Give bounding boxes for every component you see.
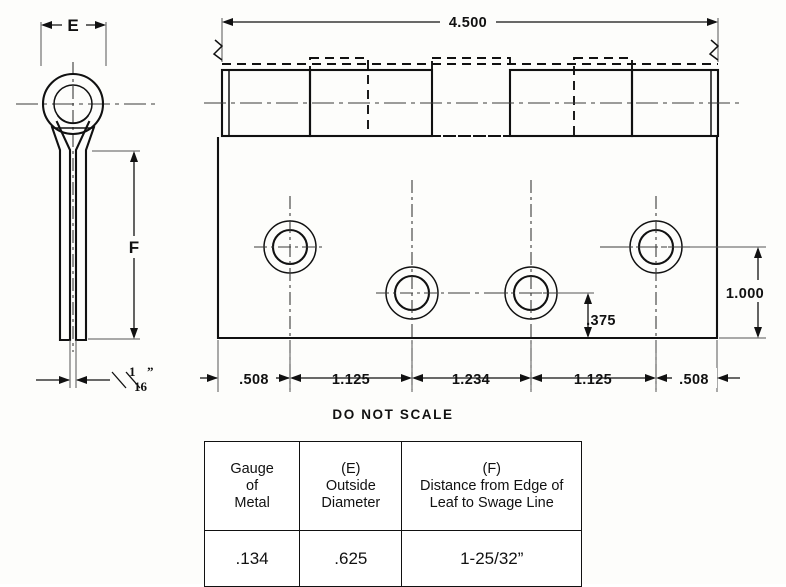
value-outside-diameter: .625 — [299, 530, 403, 587]
value-swage-distance: 1-25/32” — [401, 530, 582, 587]
opposite-knuckle-hidden-2 — [431, 57, 511, 137]
table-header-swage-distance: (F) Distance from Edge of Leaf to Swage … — [401, 441, 582, 531]
table-value-row: .134 .625 1-25/32” — [203, 530, 582, 587]
fraction-denominator: 16 — [134, 379, 148, 394]
table-header-outside-diameter: (E) Outside Diameter — [299, 441, 403, 531]
thickness-fraction: 1 16 ” — [125, 364, 154, 394]
header-f-line3: Leaf to Swage Line — [429, 494, 554, 511]
dim-hole-spacing-2: 1.234 — [452, 372, 490, 388]
knuckle-bore-shadow — [56, 114, 90, 125]
fraction-unit: ” — [147, 364, 154, 379]
dim-edge-to-first-hole: .508 — [239, 372, 269, 388]
plan-view-group — [200, 12, 770, 392]
table-header-gauge: Gauge of Metal — [203, 441, 301, 531]
header-f-line1: (F) — [482, 460, 501, 477]
leaf-blade-right — [74, 120, 96, 342]
dimension-overall-length — [221, 12, 719, 62]
header-e-line2: Outside — [325, 477, 376, 494]
dim-hole-offset: .375 — [586, 313, 616, 329]
leaf-plate-outline — [216, 136, 719, 340]
dimension-hole-offset — [557, 292, 594, 338]
dim-last-hole-to-edge: .508 — [679, 372, 709, 388]
label-E: E — [67, 16, 78, 35]
fraction-numerator: 1 — [129, 364, 136, 379]
screw-hole-1 — [254, 196, 326, 390]
value-gauge: .134 — [203, 530, 301, 587]
screw-hole-2 — [376, 180, 448, 390]
do-not-scale-note: DO NOT SCALE — [332, 407, 453, 422]
opposite-knuckle-hidden-3 — [573, 57, 633, 137]
dim-leaf-height: 1.000 — [726, 286, 764, 302]
dimension-chain-bottom — [200, 340, 740, 392]
knuckle-outer-circle — [41, 72, 105, 136]
specification-table: Gauge of Metal (E) Outside Diameter (F) … — [203, 441, 582, 587]
break-symbol-right — [708, 39, 720, 61]
dimension-thickness — [36, 340, 127, 389]
opposite-knuckle-hidden-1 — [309, 57, 369, 137]
dim-overall-length: 4.500 — [449, 15, 487, 31]
end-view-group — [16, 16, 160, 389]
dim-hole-spacing-3: 1.125 — [574, 372, 612, 388]
header-e-line3: Diameter — [321, 494, 381, 511]
header-e-line1: (E) — [341, 460, 361, 477]
dimension-E — [40, 16, 107, 66]
label-F: F — [129, 238, 139, 257]
header-gauge-line3: Metal — [234, 494, 270, 511]
header-gauge-line1: Gauge — [230, 460, 274, 477]
dimension-leaf-height — [690, 246, 770, 339]
header-gauge-line2: of — [246, 477, 259, 494]
leaf-blade-left — [50, 120, 72, 342]
dim-hole-spacing-1: 1.125 — [332, 372, 370, 388]
break-symbol-left — [212, 39, 224, 61]
table-header-row: Gauge of Metal (E) Outside Diameter (F) … — [203, 441, 582, 531]
dimension-F — [88, 150, 145, 340]
header-f-line2: Distance from Edge of — [420, 477, 564, 494]
